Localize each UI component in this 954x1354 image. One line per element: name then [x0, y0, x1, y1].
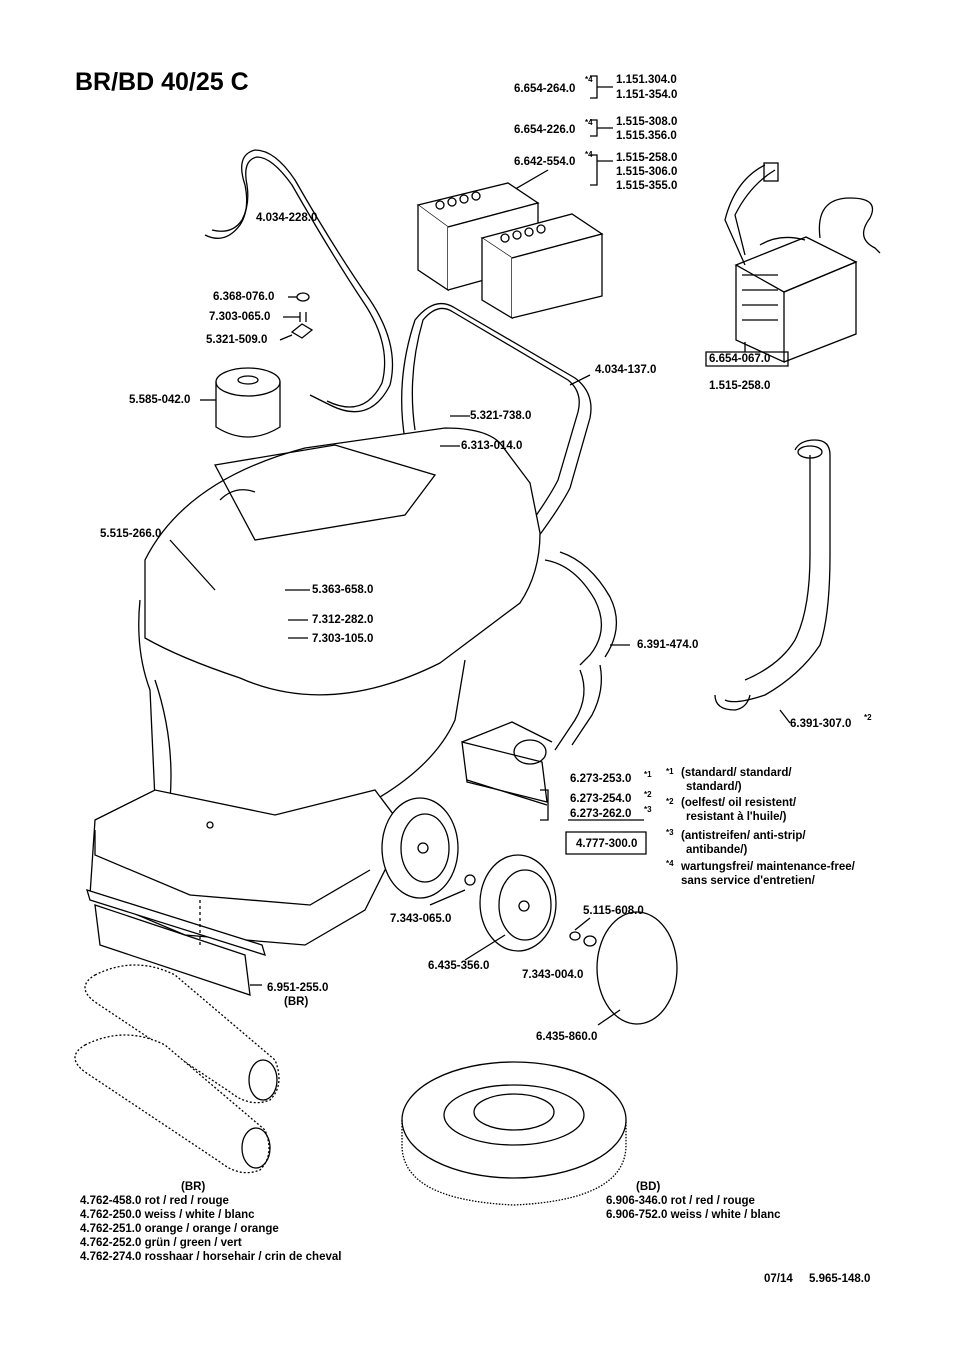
note-3-line-1: (antistreifen/ anti-strip/ — [681, 830, 806, 842]
brush-item: 4.762-251.0 orange / orange / orange — [80, 1223, 279, 1235]
label-frame: 4.034-137.0 — [595, 364, 657, 376]
charger-icon — [724, 162, 881, 364]
label-handle-bar: 4.034-228.0 — [256, 212, 318, 224]
label-hose-2-mark: *2 — [864, 713, 872, 722]
label-pin: 6.313-014.0 — [461, 440, 523, 452]
label-knob-1: 5.321-509.0 — [206, 334, 268, 346]
label-squeegee-3-mark: *3 — [644, 805, 652, 814]
label-strainer: 5.515-266.0 — [100, 528, 162, 540]
footer-doc-number: 5.965-148.0 — [809, 1273, 871, 1285]
page-title: BR/BD 40/25 C — [75, 68, 249, 96]
battery-option-1-model-2: 1.151-354.0 — [616, 89, 678, 101]
note-3-line-2: antibande/) — [686, 844, 748, 856]
brush-item: 4.762-252.0 grün / green / vert — [80, 1237, 242, 1249]
brush-item: 4.762-458.0 rot / red / rouge — [80, 1195, 229, 1207]
note-4-mark: *4 — [666, 859, 674, 868]
note-1-line-2: standard/) — [686, 781, 742, 793]
label-washer-2: 7.343-065.0 — [390, 913, 452, 925]
battery-option-3-model-1: 1.515-258.0 — [616, 152, 678, 164]
note-2-line-1: (oelfest/ oil resistent/ — [681, 797, 797, 809]
battery-icon — [416, 182, 604, 320]
battery-option-2-model-2: 1.515.356.0 — [616, 130, 677, 142]
note-1-line-1: (standard/ standard/ — [681, 767, 792, 779]
label-squeegee-1-mark: *1 — [644, 770, 652, 779]
label-blade-variant: (BR) — [284, 996, 309, 1008]
brush-roller-icon — [74, 964, 280, 1174]
battery-option-2-part: 6.654-226.0 — [514, 124, 576, 136]
label-washer: 7.312-282.0 — [312, 614, 374, 626]
label-squeegee-set: 4.777-300.0 — [576, 838, 638, 850]
label-cap-1: 6.368-076.0 — [213, 291, 275, 303]
charger-model: 1.515-258.0 — [709, 380, 771, 392]
note-4-line-1: wartungsfrei/ maintenance-free/ — [681, 861, 855, 873]
label-filter: 5.585-042.0 — [129, 394, 191, 406]
pad-drive-icon — [401, 1061, 627, 1206]
label-squeegee-2: 6.273-254.0 — [570, 793, 632, 805]
note-2-line-2: resistant à l'huile/) — [686, 811, 787, 823]
label-screw-1: 7.303-065.0 — [209, 311, 271, 323]
label-knob-2: 5.321-738.0 — [470, 410, 532, 422]
pad-item: 6.906-752.0 weiss / white / blanc — [606, 1209, 781, 1221]
battery-option-3-model-2: 1.515-306.0 — [616, 166, 678, 178]
label-screw-2: 7.303-105.0 — [312, 633, 374, 645]
note-4-line-2: sans service d'entretien/ — [681, 875, 815, 887]
label-washer-3: 7.343-004.0 — [522, 969, 584, 981]
battery-option-3-mark: *4 — [585, 150, 593, 159]
battery-option-1-model-1: 1.151.304.0 — [616, 74, 677, 86]
battery-option-2-mark: *4 — [585, 118, 593, 127]
charger-part: 6.654-067.0 — [709, 353, 771, 365]
note-3-mark: *3 — [666, 828, 674, 837]
pads-variant: (BD) — [636, 1181, 661, 1193]
brush-item: 4.762-274.0 rosshaar / horsehair / crin … — [80, 1251, 342, 1263]
label-hose-2: 6.391-307.0 — [790, 718, 852, 730]
label-disc: 6.435-860.0 — [536, 1031, 598, 1043]
battery-option-1-part: 6.654-264.0 — [514, 83, 576, 95]
battery-option-1-mark: *4 — [585, 75, 593, 84]
note-2-mark: *2 — [666, 797, 674, 806]
label-blade: 6.951-255.0 — [267, 982, 329, 994]
label-hose-1: 6.391-474.0 — [637, 639, 699, 651]
label-squeegee-1: 6.273-253.0 — [570, 773, 632, 785]
pad-item: 6.906-346.0 rot / red / rouge — [606, 1195, 755, 1207]
label-cap-2: 5.115-608.0 — [583, 905, 644, 917]
footer-date: 07/14 — [764, 1273, 793, 1285]
label-squeegee-3: 6.273-262.0 — [570, 808, 632, 820]
brush-item: 4.762-250.0 weiss / white / blanc — [80, 1209, 255, 1221]
battery-option-3-part: 6.642-554.0 — [514, 156, 576, 168]
note-1-mark: *1 — [666, 767, 674, 776]
battery-option-3-model-3: 1.515-355.0 — [616, 180, 678, 192]
label-wheel: 6.435-356.0 — [428, 960, 490, 972]
label-squeegee-2-mark: *2 — [644, 790, 652, 799]
label-cup: 5.363-658.0 — [312, 584, 374, 596]
battery-option-2-model-1: 1.515-308.0 — [616, 116, 678, 128]
brushes-variant: (BR) — [181, 1181, 206, 1193]
